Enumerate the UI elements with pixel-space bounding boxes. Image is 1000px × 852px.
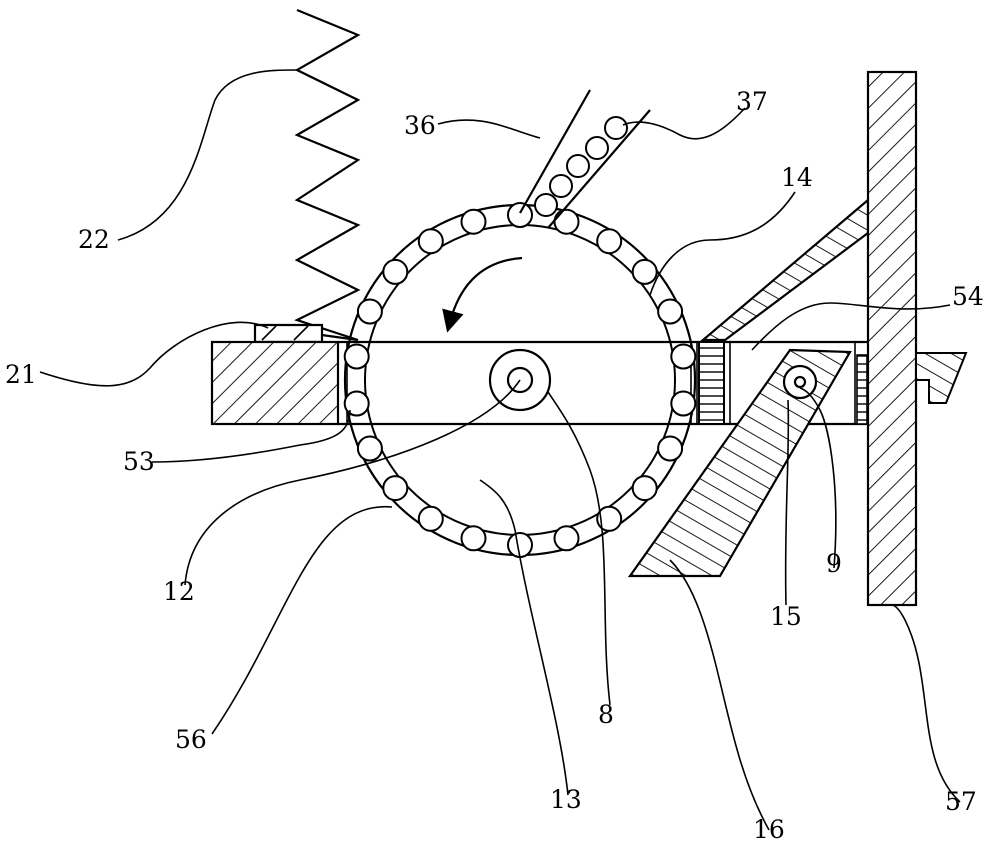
ball <box>462 526 486 550</box>
ball <box>597 229 621 253</box>
ball <box>358 300 382 324</box>
label-8: 8 <box>598 700 614 729</box>
lever <box>630 350 850 576</box>
label-22: 22 <box>78 225 110 254</box>
label-54: 54 <box>952 282 984 311</box>
label-37: 37 <box>736 87 768 116</box>
chute-ball <box>605 117 627 139</box>
ball <box>658 437 682 461</box>
ball <box>383 476 407 500</box>
rotation-arrow <box>450 258 522 322</box>
left-block <box>212 342 338 424</box>
ball <box>671 392 695 416</box>
label-12: 12 <box>163 577 195 606</box>
ball <box>345 392 369 416</box>
label-14: 14 <box>781 163 813 192</box>
label-16: 16 <box>753 815 785 844</box>
chute-ball <box>550 175 572 197</box>
label-15: 15 <box>770 602 802 631</box>
beam-block <box>699 342 724 424</box>
vertical-plate <box>868 72 916 605</box>
ball <box>462 210 486 234</box>
label-36: 36 <box>404 111 436 140</box>
ball <box>633 476 657 500</box>
ball <box>383 260 407 284</box>
label-57: 57 <box>945 787 977 816</box>
beam-block-right <box>857 355 867 424</box>
chute-ball <box>586 137 608 159</box>
ball <box>671 345 695 369</box>
spring <box>297 10 358 340</box>
label-9: 9 <box>826 549 842 578</box>
ball <box>345 345 369 369</box>
chute-ball <box>535 194 557 216</box>
ball <box>555 210 579 234</box>
ball <box>633 260 657 284</box>
lever-pin-inner <box>795 377 805 387</box>
label-13: 13 <box>550 785 582 814</box>
chute-balls <box>535 117 627 216</box>
ball <box>358 437 382 461</box>
right-bracket <box>916 353 966 403</box>
ball <box>508 203 532 227</box>
label-56: 56 <box>175 725 207 754</box>
label-21: 21 <box>5 360 37 389</box>
ball <box>658 300 682 324</box>
ball <box>555 526 579 550</box>
ball <box>419 507 443 531</box>
label-53: 53 <box>123 447 155 476</box>
chute-ball <box>567 155 589 177</box>
ball <box>419 229 443 253</box>
